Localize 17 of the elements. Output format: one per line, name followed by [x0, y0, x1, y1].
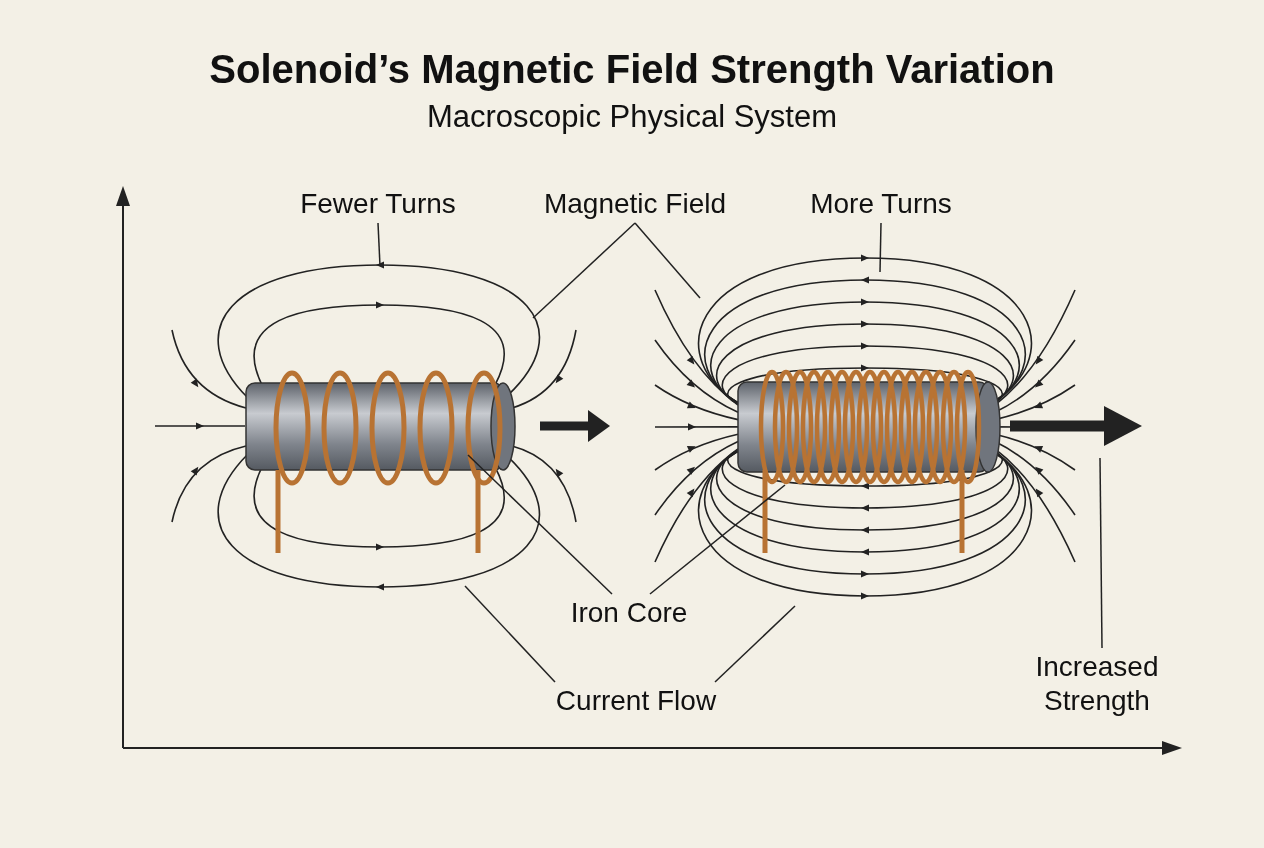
subtitle: Macroscopic Physical System — [426, 98, 838, 136]
leader-line — [879, 222, 882, 273]
leader-line — [464, 585, 556, 683]
part-label: Current Flow — [544, 684, 728, 718]
leader-line — [714, 605, 796, 683]
leader-line — [377, 222, 381, 267]
part-label: Increased Strength — [1022, 650, 1172, 718]
part-label: Fewer Turns — [288, 187, 468, 221]
title: Solenoid’s Magnetic Field Strength Variation — [208, 46, 1056, 93]
leader-line — [649, 484, 786, 595]
part-label: More Turns — [798, 187, 964, 221]
part-label: Magnetic Field — [533, 187, 737, 221]
leader-line — [467, 454, 613, 595]
leader-line — [634, 222, 701, 299]
leader-line — [532, 222, 636, 319]
part-label: Iron Core — [562, 596, 696, 630]
leader-line — [1099, 457, 1103, 649]
